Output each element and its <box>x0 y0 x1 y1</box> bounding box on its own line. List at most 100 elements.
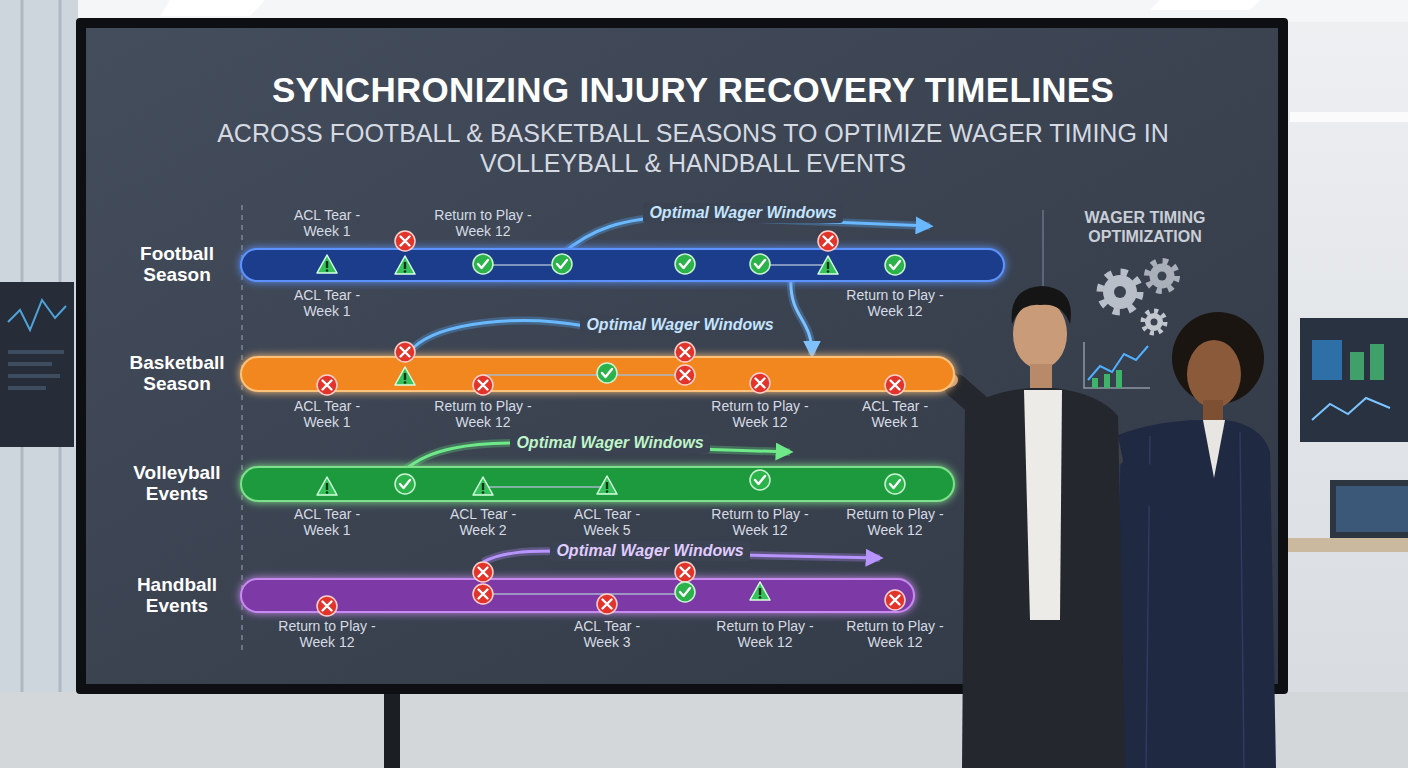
office-scene <box>1288 538 1408 552</box>
timeline-note: ACL Tear - Week 1 <box>275 288 379 319</box>
office-scene <box>1330 480 1408 538</box>
panel-heading: WAGER TIMING OPTIMIZATION <box>1070 208 1220 246</box>
mini-chart <box>1088 346 1148 380</box>
office-scene <box>0 0 1408 22</box>
label-holder: Return to Play - Week 12 <box>431 208 535 239</box>
gear-icon <box>1103 275 1137 309</box>
band-label-holder: Handball Events <box>112 580 242 611</box>
mini-chart <box>1104 374 1110 388</box>
timeline-note: ACL Tear - Week 1 <box>275 208 379 239</box>
band-heading: Football Season <box>112 244 242 286</box>
title-block: SYNCHRONIZING INJURY RECOVERY TIMELINES <box>143 70 1243 110</box>
band-label-holder: Football Season <box>112 250 242 280</box>
timeline-note: ACL Tear - Week 3 <box>555 619 659 650</box>
label-holder: Optimal Wager Windows <box>495 433 725 453</box>
label-holder: WAGER TIMING OPTIMIZATION <box>1070 208 1220 246</box>
label-holder: ACL Tear - Week 1 <box>275 507 379 538</box>
gear-icon <box>1151 319 1158 326</box>
office-scene <box>160 0 265 16</box>
presenter-woman <box>1187 340 1241 408</box>
label-holder: ACL Tear - Week 2 <box>431 507 535 538</box>
office-scene <box>8 362 52 366</box>
office-scene <box>1042 210 1044 640</box>
office-scene <box>1312 398 1390 420</box>
label-holder: Return to Play - Week 12 <box>431 399 535 430</box>
label-holder: Return to Play - Week 12 <box>843 507 947 538</box>
timeline-note: ACL Tear - Week 1 <box>843 399 947 430</box>
wager-window-arrow <box>413 321 585 348</box>
diagram-title: SYNCHRONIZING INJURY RECOVERY TIMELINES <box>143 70 1243 110</box>
gear-icon <box>1147 261 1177 291</box>
label-holder: ACROSS FOOTBALL & BASKETBALL SEASONS TO … <box>213 118 1173 178</box>
timeline-note: ACL Tear - Week 2 <box>431 507 535 538</box>
office-scene <box>8 350 64 354</box>
timeline-band: Handball Events <box>240 578 915 613</box>
band-heading: Basketball Season <box>112 353 242 395</box>
office-scene <box>1312 340 1342 380</box>
label-holder: ACL Tear - Week 3 <box>555 619 659 650</box>
timeline-note: Return to Play - Week 12 <box>275 619 379 650</box>
timeline-note: ACL Tear - Week 1 <box>275 507 379 538</box>
presenter-woman <box>1094 457 1114 471</box>
window-label: Optimal Wager Windows <box>510 433 709 453</box>
connector-glow <box>791 282 812 355</box>
presenter-woman <box>1054 312 1276 768</box>
office-scene <box>384 690 400 768</box>
label-holder: Return to Play - Week 12 <box>708 399 812 430</box>
office-scene <box>1300 318 1408 442</box>
timeline-note: ACL Tear - Week 1 <box>275 399 379 430</box>
wager-window-arrow <box>413 321 585 348</box>
timeline-note: Return to Play - Week 12 <box>713 619 817 650</box>
mini-chart <box>1116 370 1122 388</box>
window-label: Optimal Wager Windows <box>643 203 842 223</box>
label-holder: Optimal Wager Windows <box>628 203 858 223</box>
office-scene <box>1150 0 1260 10</box>
presenter-woman <box>1203 420 1225 478</box>
presenter-man <box>1012 286 1071 324</box>
label-holder: Return to Play - Week 12 <box>708 507 812 538</box>
office-scene <box>0 0 78 768</box>
gear-icon <box>1150 264 1175 289</box>
timeline-note: ACL Tear - Week 5 <box>555 507 659 538</box>
office-scene <box>8 386 46 390</box>
gear-icon <box>1100 261 1177 333</box>
gear-icon <box>1147 261 1177 291</box>
office-scene <box>8 300 66 330</box>
label-holder: Return to Play - Week 12 <box>843 288 947 319</box>
presenter-man <box>962 388 1125 768</box>
timeline-note: Return to Play - Week 12 <box>431 208 535 239</box>
status-markers <box>483 265 828 594</box>
gear-icon <box>1143 311 1165 333</box>
label-holder: Return to Play - Week 12 <box>843 619 947 650</box>
office-scene <box>59 0 62 768</box>
office-scene <box>1370 344 1384 380</box>
label-holder: ACL Tear - Week 5 <box>555 507 659 538</box>
gear-icon <box>1100 272 1140 312</box>
timeline-note: Return to Play - Week 12 <box>708 399 812 430</box>
office-scene <box>1290 112 1408 122</box>
presenter-man <box>1013 299 1067 369</box>
connector-label: Optimal Wager Windows <box>580 315 779 335</box>
subtitle: ACROSS FOOTBALL & BASKETBALL SEASONS TO … <box>213 118 1173 178</box>
label-holder: ACL Tear - Week 1 <box>275 399 379 430</box>
label-holder: Return to Play - Week 12 <box>713 619 817 650</box>
label-holder: ACL Tear - Week 1 <box>843 399 947 430</box>
window-label: Optimal Wager Windows <box>550 541 749 561</box>
office-scene <box>21 0 24 768</box>
presenter-woman <box>1172 312 1264 404</box>
presenter-woman <box>1059 427 1119 471</box>
label-holder: ACL Tear - Week 1 <box>275 288 379 319</box>
presenter-woman <box>1120 454 1178 520</box>
band-label-holder: Volleyball Events <box>112 468 242 500</box>
timeline-note: Return to Play - Week 12 <box>843 507 947 538</box>
timeline-note: Return to Play - Week 12 <box>843 288 947 319</box>
gear-icon <box>1143 311 1165 333</box>
gear-icon <box>1114 286 1126 298</box>
label-holder: Optimal Wager Windows <box>535 541 765 561</box>
timeline-note: Return to Play - Week 12 <box>708 507 812 538</box>
mini-chart <box>1092 378 1098 388</box>
presenter-woman <box>1146 436 1150 768</box>
gear-icon <box>1100 272 1140 312</box>
